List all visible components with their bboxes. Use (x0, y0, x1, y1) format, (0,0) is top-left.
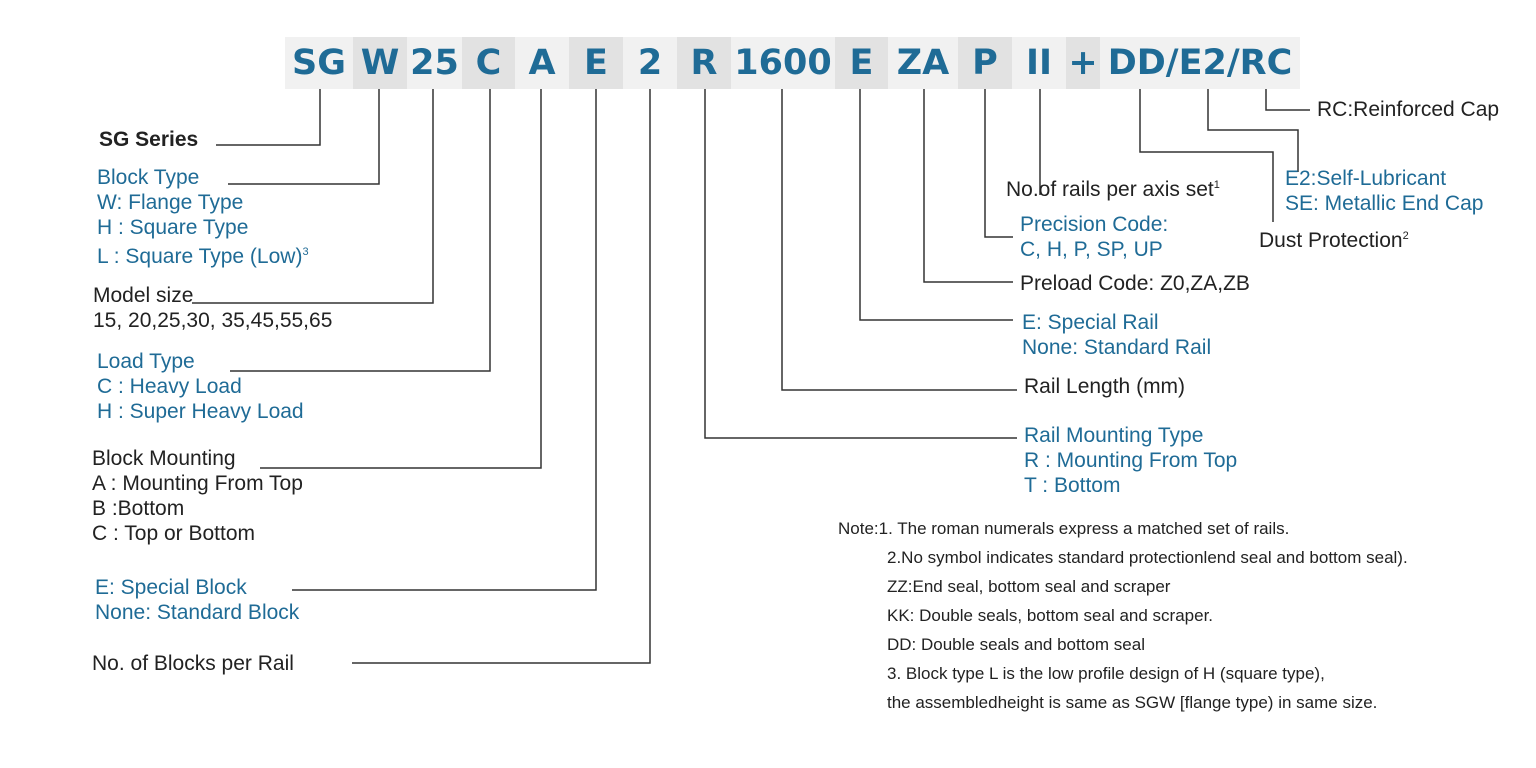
note-line-1: Note:1. The roman numerals express a mat… (838, 519, 1290, 538)
leader-e2 (1207, 89, 1299, 172)
label-series: SG Series (99, 128, 199, 151)
code-segment-blocks-per-rail: 2 (623, 37, 677, 89)
model-size-values: 15, 20,25,30, 35,45,55,65 (93, 309, 333, 332)
block-mounting-title: Block Mounting (92, 447, 236, 470)
label-se: SE: Metallic End Cap (1285, 192, 1484, 215)
block-type-w: W: Flange Type (97, 191, 244, 214)
rail-mounting-title: Rail Mounting Type (1024, 424, 1204, 447)
label-rail-length: Rail Length (mm) (1024, 375, 1186, 398)
leader-series (216, 89, 321, 146)
note-line-2: 2.No symbol indicates standard protectio… (887, 548, 1408, 567)
label-rails-per-axis: No.of rails per axis set1 (1006, 178, 1220, 201)
code-segment-load-type: C (462, 37, 515, 89)
precision-values: C, H, P, SP, UP (1020, 238, 1163, 261)
leader-model-size (192, 89, 434, 304)
code-segment-block-type: W (353, 37, 407, 89)
code-segment-rails-per-axis: II (1012, 37, 1066, 89)
label-end-cap-options: E2:Self-Lubricant SE: Metallic End Cap (1285, 166, 1483, 216)
special-rail-none: None: Standard Rail (1022, 336, 1212, 359)
label-preload: Preload Code: Z0,ZA,ZB (1020, 272, 1250, 295)
note-line-5: DD: Double seals and bottom seal (887, 635, 1145, 654)
label-load-type: Load Type C : Heavy Load H : Super Heavy… (97, 349, 304, 424)
code-segment-block-mounting: A (515, 37, 569, 89)
leader-preload (923, 89, 1013, 283)
code-segment-special-rail: E (835, 37, 888, 89)
code-segment-special-block: E (569, 37, 623, 89)
load-type-h: H : Super Heavy Load (97, 400, 304, 423)
code-segment-model-size: 25 (407, 37, 462, 89)
block-type-l: L : Square Type (Low)3 (97, 245, 309, 268)
label-special-block: E: Special Block None: Standard Block (95, 575, 299, 625)
special-block-none: None: Standard Block (95, 601, 300, 624)
load-type-c: C : Heavy Load (97, 375, 242, 398)
leader-dust-protection (1139, 89, 1274, 222)
special-rail-e: E: Special Rail (1022, 311, 1159, 334)
label-model-size: Model size 15, 20,25,30, 35,45,55,65 (93, 283, 332, 333)
note-line-6: 3. Block type L is the low profile desig… (887, 664, 1325, 683)
leader-block-type (228, 89, 380, 185)
block-mounting-c: C : Top or Bottom (92, 522, 256, 545)
note-line-7: the assembledheight is same as SGW [flan… (887, 693, 1378, 712)
code-segment-rail-length: 1600 (731, 37, 835, 89)
code-segment-rail-mounting: R (677, 37, 731, 89)
load-type-title: Load Type (97, 350, 195, 373)
leader-block-mounting (260, 89, 542, 469)
leader-load-type (230, 89, 491, 372)
leader-rc (1265, 89, 1310, 111)
block-mounting-b: B :Bottom (92, 497, 185, 520)
label-block-type: Block Type W: Flange Type H : Square Typ… (97, 165, 309, 269)
note-line-4: KK: Double seals, bottom seal and scrape… (887, 606, 1214, 625)
label-rail-mounting: Rail Mounting Type R : Mounting From Top… (1024, 423, 1237, 498)
label-blocks-per-rail: No. of Blocks per Rail (92, 652, 294, 675)
label-precision: Precision Code: C, H, P, SP, UP (1020, 212, 1168, 262)
special-block-e: E: Special Block (95, 576, 247, 599)
code-segment-dust-protection: DD/E2/RC (1100, 37, 1300, 89)
label-e2: E2:Self-Lubricant (1285, 167, 1447, 190)
block-type-title: Block Type (97, 166, 200, 189)
rail-mounting-r: R : Mounting From Top (1024, 449, 1238, 472)
label-block-mounting: Block Mounting A : Mounting From Top B :… (92, 446, 303, 546)
model-size-title: Model size (93, 284, 194, 307)
leader-special-rail (859, 89, 1013, 321)
code-segment-precision: P (958, 37, 1012, 89)
leader-rail-mounting (704, 89, 1017, 439)
block-mounting-a: A : Mounting From Top (92, 472, 303, 495)
leader-rail-length (781, 89, 1017, 391)
precision-title: Precision Code: (1020, 213, 1169, 236)
code-segment-plus: + (1066, 37, 1100, 89)
leader-precision (984, 89, 1013, 238)
leader-special-block (292, 89, 597, 591)
label-special-rail: E: Special Rail None: Standard Rail (1022, 310, 1211, 360)
code-segment-series: SG (285, 37, 353, 89)
leader-blocks-per-rail (352, 89, 651, 664)
label-rc: RC:Reinforced Cap (1317, 98, 1500, 121)
code-segment-preload: ZA (888, 37, 958, 89)
note-line-3: ZZ:End seal, bottom seal and scraper (887, 577, 1171, 596)
block-type-h: H : Square Type (97, 216, 249, 239)
rail-mounting-t: T : Bottom (1024, 474, 1121, 497)
label-dust-protection: Dust Protection2 (1259, 229, 1409, 252)
